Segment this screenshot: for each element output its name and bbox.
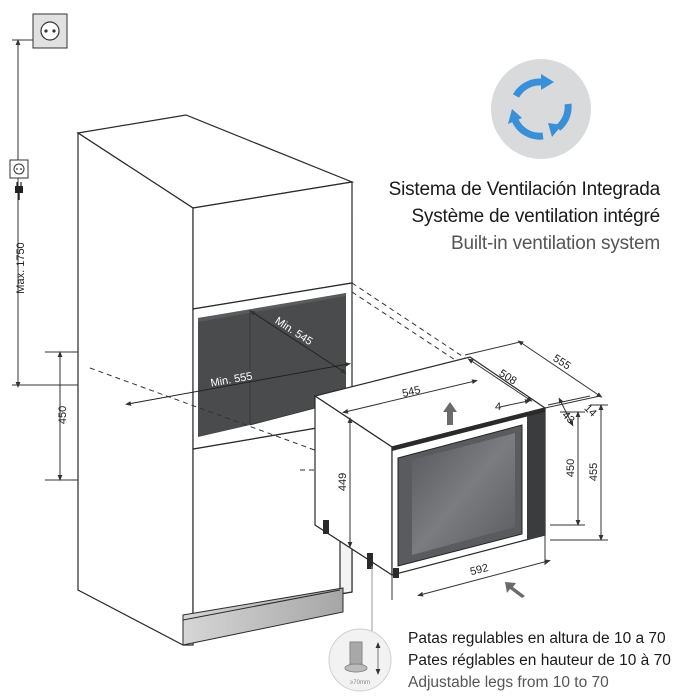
air-in-arrow-icon xyxy=(505,582,525,598)
legs-text-en: Adjustable legs from 10 to 70 xyxy=(408,674,609,691)
ventilation-text-es: Sistema de Ventilación Integrada xyxy=(388,179,661,200)
appliance-dimensions xyxy=(342,340,608,600)
d4-label: 4 xyxy=(495,401,501,413)
side-449-label: 449 xyxy=(337,473,349,491)
max-height-dimension: Max. 1750 xyxy=(9,39,95,388)
ventilation-text-en: Built-in ventilation system xyxy=(451,233,660,254)
wall-socket-icon xyxy=(32,13,68,49)
legs-text-fr: Pates réglables en hauteur de 10 à 70 xyxy=(408,652,671,669)
legs-text-es: Patas regulables en altura de 10 a 70 xyxy=(408,630,666,647)
foot-detail: ≥70mm xyxy=(328,566,392,692)
bottom-592-label: 592 xyxy=(469,562,490,578)
front-450-label: 450 xyxy=(565,459,577,477)
cabinet-plinth xyxy=(182,587,344,646)
depth-555-label: 555 xyxy=(551,352,573,372)
max-height-label: Max. 1750 xyxy=(15,242,27,293)
ventilation-text-fr: Système de ventilation intégré xyxy=(411,206,660,227)
niche-height-label: 450 xyxy=(57,406,69,424)
legs-caption: Patas regulables en altura de 10 a 70 Pa… xyxy=(408,628,671,694)
front-455-label: 455 xyxy=(588,463,600,481)
width-top-label: 545 xyxy=(401,384,422,400)
ventilation-icon xyxy=(491,59,591,159)
foot-size-label: ≥70mm xyxy=(350,680,370,686)
ventilation-caption: Sistema de Ventilación Integrada Système… xyxy=(388,176,661,257)
